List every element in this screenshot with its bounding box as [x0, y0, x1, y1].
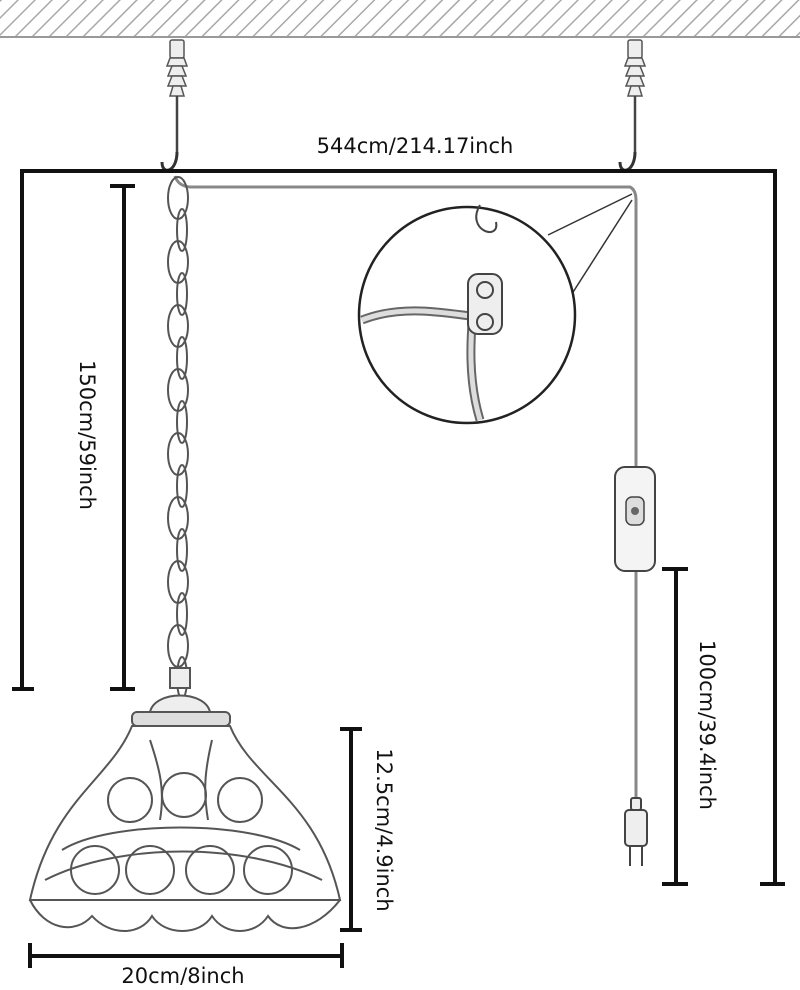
shade-height-label: 12.5cm/4.9inch [372, 748, 396, 911]
chain-length-dimension [110, 184, 135, 691]
shade-diameter-label: 20cm/8inch [121, 964, 244, 988]
chain-link [176, 400, 188, 444]
detail-callout [357, 193, 633, 425]
width-dimension [12, 169, 785, 886]
chain-link [176, 208, 188, 252]
wall-anchor-icon [165, 39, 647, 152]
shade-diameter-dimension [28, 943, 344, 968]
chain-link [176, 336, 188, 380]
chain-link [176, 528, 188, 572]
pendant-shade [28, 667, 342, 932]
chain-link [176, 592, 188, 636]
hanging-chain [167, 176, 189, 700]
cord-length-dimension [662, 567, 688, 886]
shade-height-dimension [340, 727, 362, 932]
two-prong-plug-icon [624, 797, 648, 866]
power-cord [173, 175, 638, 800]
width-dimension-label: 544cm/214.17inch [317, 134, 514, 158]
chain-link [176, 272, 188, 316]
ceiling [0, 0, 800, 38]
chain-length-label: 150cm/59inch [75, 360, 99, 510]
inline-switch-icon [614, 466, 656, 572]
cord-length-label: 100cm/39.4inch [695, 640, 719, 810]
chain-link [176, 464, 188, 508]
